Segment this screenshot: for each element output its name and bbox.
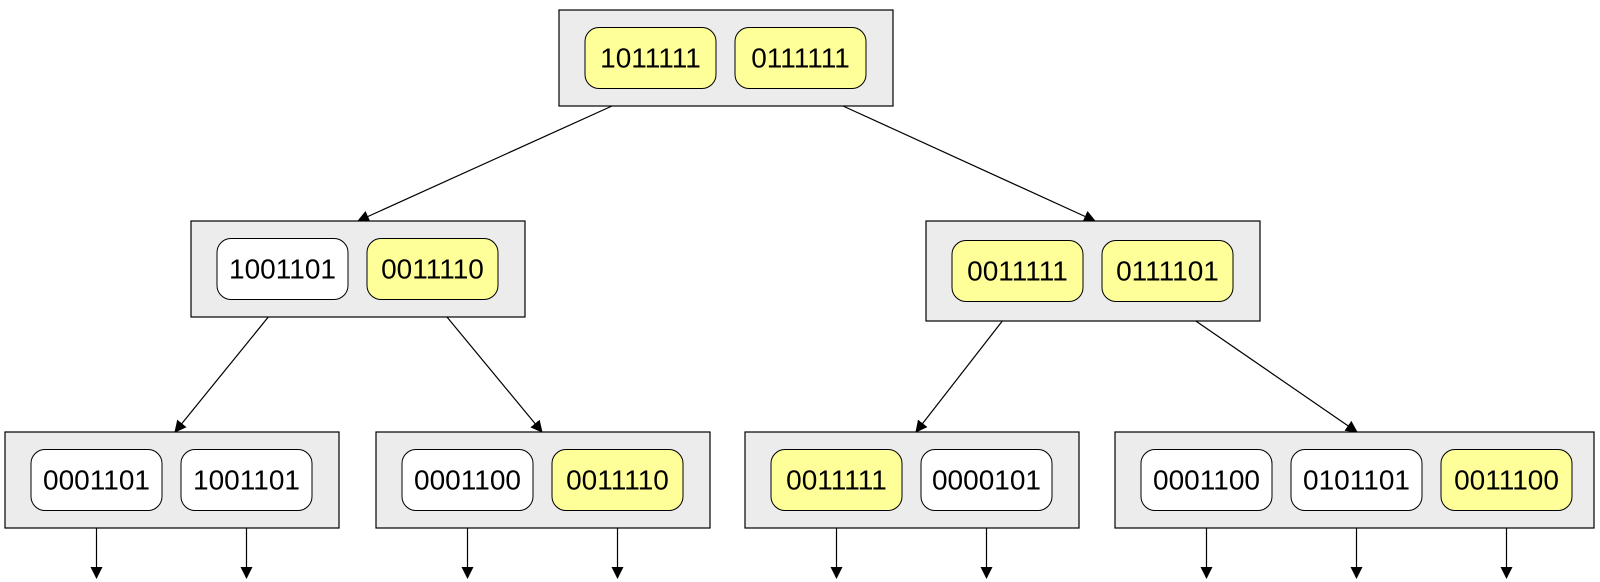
key-value: 0011111 <box>786 465 887 496</box>
key-cell: 0001100 <box>1140 449 1273 511</box>
key-value: 0111111 <box>751 43 850 74</box>
highlighted-key-pill <box>951 240 1084 302</box>
tree-node-root: 1011111 0111111 <box>558 9 894 107</box>
key-cell: 0101101 <box>1290 449 1423 511</box>
highlighted-key-pill <box>1101 240 1234 302</box>
highlighted-key-pill <box>584 27 717 89</box>
key-value: 1011111 <box>600 43 701 74</box>
edge-root-right <box>842 105 1096 222</box>
key-cell: 0000101 <box>920 449 1053 511</box>
key-cell: 0011110 <box>366 238 499 300</box>
highlighted-key-pill <box>770 449 903 511</box>
tree-node-leaf-3: 0011111 0000101 <box>744 431 1080 529</box>
key-value: 0101101 <box>1303 465 1410 496</box>
key-cell: 1001101 <box>216 238 349 300</box>
key-pill <box>920 449 1053 511</box>
key-pill <box>180 449 313 511</box>
key-value: 0001100 <box>414 465 521 496</box>
highlighted-key-pill <box>1440 449 1573 511</box>
tree-node-leaf-4: 0001100 0101101 0011100 <box>1114 431 1595 529</box>
highlighted-key-pill <box>734 27 867 89</box>
key-pill <box>1140 449 1273 511</box>
key-cell: 0111101 <box>1101 240 1234 302</box>
edge-left-leaf1 <box>174 299 283 433</box>
key-value: 0011110 <box>566 465 669 496</box>
tree-node-right: 0011111 0111101 <box>925 220 1261 322</box>
highlighted-key-pill <box>551 449 684 511</box>
key-value: 0001100 <box>1153 465 1260 496</box>
key-cell: 0001100 <box>401 449 534 511</box>
key-cell: 0001101 <box>30 449 163 511</box>
key-cell: 0111111 <box>734 27 867 89</box>
key-value: 0000101 <box>932 465 1041 496</box>
tree-node-left: 1001101 0011110 <box>190 220 526 318</box>
key-cell: 1011111 <box>584 27 717 89</box>
key-value: 1001101 <box>229 254 336 285</box>
key-cell: 0011100 <box>1440 449 1573 511</box>
key-value: 0001101 <box>43 465 150 496</box>
key-value: 0011111 <box>967 256 1068 287</box>
key-cell: 0011111 <box>770 449 903 511</box>
edge-left-leaf2 <box>432 299 543 433</box>
key-pill <box>1290 449 1423 511</box>
tree-node-leaf-2: 0001100 0011110 <box>375 431 711 529</box>
key-value: 0011100 <box>1454 465 1559 496</box>
key-cell: 0011110 <box>551 449 684 511</box>
tree-node-leaf-1: 0001101 1001101 <box>4 431 340 529</box>
key-pill <box>216 238 349 300</box>
key-value: 0011110 <box>381 254 484 285</box>
edge-right-leaf3 <box>915 301 1018 433</box>
key-value: 1001101 <box>193 465 300 496</box>
edge-right-leaf4 <box>1167 301 1358 433</box>
edge-root-left <box>357 105 613 222</box>
highlighted-key-pill <box>366 238 499 300</box>
key-value: 0111101 <box>1116 256 1219 287</box>
nodes-layer: 1011111 0111111 1001101 0011110 0011111 01111… <box>4 9 1595 529</box>
key-cell: 0011111 <box>951 240 1084 302</box>
key-pill <box>401 449 534 511</box>
key-cell: 1001101 <box>180 449 313 511</box>
key-pill <box>30 449 163 511</box>
